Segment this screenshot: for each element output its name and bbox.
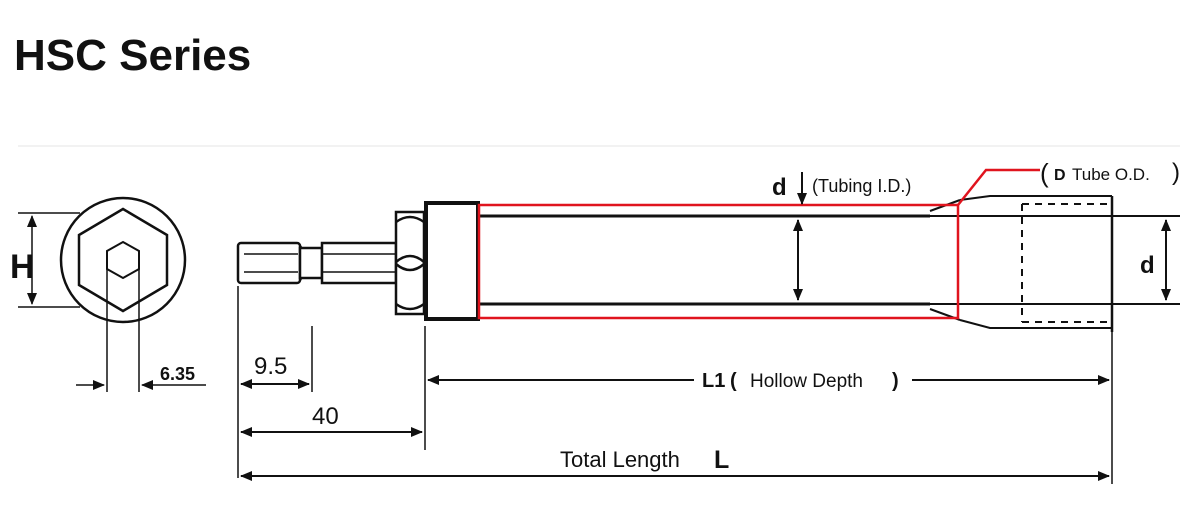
hollow-depth-label: Hollow Depth <box>750 371 863 392</box>
collar <box>424 201 480 321</box>
total-length-symbol: L <box>714 446 729 474</box>
bit-length-label: 9.5 <box>254 353 287 380</box>
hex-bore <box>106 240 140 280</box>
hollow-depth-symbol: L1 <box>702 370 725 392</box>
hex-bit-shank <box>236 241 398 285</box>
tube-od-close-paren: ) <box>1172 159 1180 186</box>
total-length-label: Total Length <box>560 447 680 472</box>
tube-od-symbol: D <box>1054 167 1066 184</box>
hex-width-dimension <box>76 262 206 392</box>
shank-body <box>320 241 398 285</box>
tube-od-label: Tube O.D. <box>1072 165 1150 184</box>
shank-groove <box>298 246 324 280</box>
hex-outline <box>77 207 169 313</box>
socket-end-circle <box>59 196 187 324</box>
hex-height-label: H <box>10 248 35 286</box>
right-d-label: d <box>1140 252 1155 279</box>
end-view <box>59 196 187 324</box>
shank-length-label: 40 <box>312 403 339 430</box>
tubing-id-dimension <box>793 172 807 301</box>
tube-od-leader <box>957 168 1040 206</box>
tube-od-open-paren: ( <box>1040 158 1049 188</box>
hollow-depth-open-paren: ( <box>730 370 737 392</box>
tube-body <box>478 195 1180 332</box>
hex-nut <box>394 210 426 316</box>
extension-lines <box>237 286 1113 484</box>
page-title: HSC Series <box>14 31 252 80</box>
bit-tip <box>236 241 302 285</box>
hollow-depth-highlight <box>477 203 960 320</box>
tubing-id-label: (Tubing I.D.) <box>812 176 911 196</box>
hex-height-dimension <box>18 212 80 308</box>
hex-width-label: 6.35 <box>160 364 195 384</box>
tubing-id-symbol: d <box>772 174 787 201</box>
hollow-depth-close-paren: ) <box>892 370 899 392</box>
